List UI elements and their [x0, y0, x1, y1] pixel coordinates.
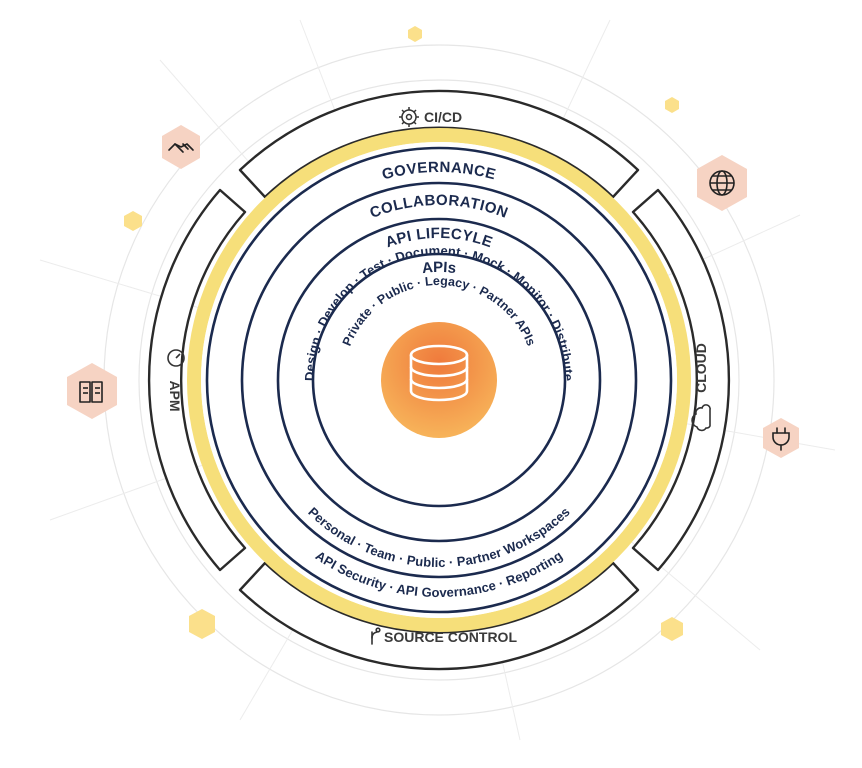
segment-ci-cd [238, 89, 640, 199]
satellite-plug [763, 418, 799, 458]
ring-governance [205, 146, 673, 614]
segment-apm [147, 188, 247, 572]
navy-rings [205, 146, 673, 614]
hex-dot [665, 97, 679, 113]
segment-right-label: CLOUD [691, 343, 711, 432]
core-circle [381, 322, 497, 438]
satellite-handshake [162, 125, 200, 169]
segment-label-source-control: SOURCE CONTROL [384, 629, 517, 645]
outer-segments [147, 89, 731, 671]
plug-icon [772, 427, 790, 451]
segment-left-label: APM [167, 349, 185, 412]
ring-apis [311, 252, 567, 508]
cloud-icon [691, 404, 711, 432]
hex-dot [189, 609, 215, 639]
ring-lifecycle [276, 217, 602, 543]
database-icon [409, 344, 469, 402]
segment-bottom-label: SOURCE CONTROL [371, 627, 517, 645]
segment-top-label: CI/CD [399, 107, 462, 127]
handshake-icon [168, 143, 194, 153]
ring-collaboration [240, 181, 638, 579]
segment-source-control [238, 561, 640, 671]
satellite-globe [697, 155, 747, 211]
segment-label-apm: APM [167, 380, 183, 411]
gear-icon [399, 107, 419, 127]
satellite-dots [124, 26, 683, 641]
hex-dot [124, 211, 142, 231]
book-icon [79, 381, 103, 403]
hex-dot [408, 26, 422, 42]
branch-icon [371, 627, 381, 645]
globe-icon [709, 170, 735, 196]
segment-label-cloud: CLOUD [693, 343, 709, 393]
satellite-book [67, 363, 117, 419]
gauge-icon [167, 349, 185, 367]
hex-dot [661, 617, 683, 641]
segment-label-ci-cd: CI/CD [424, 109, 462, 125]
segment-cloud [631, 188, 731, 572]
yellow-band [187, 128, 691, 632]
